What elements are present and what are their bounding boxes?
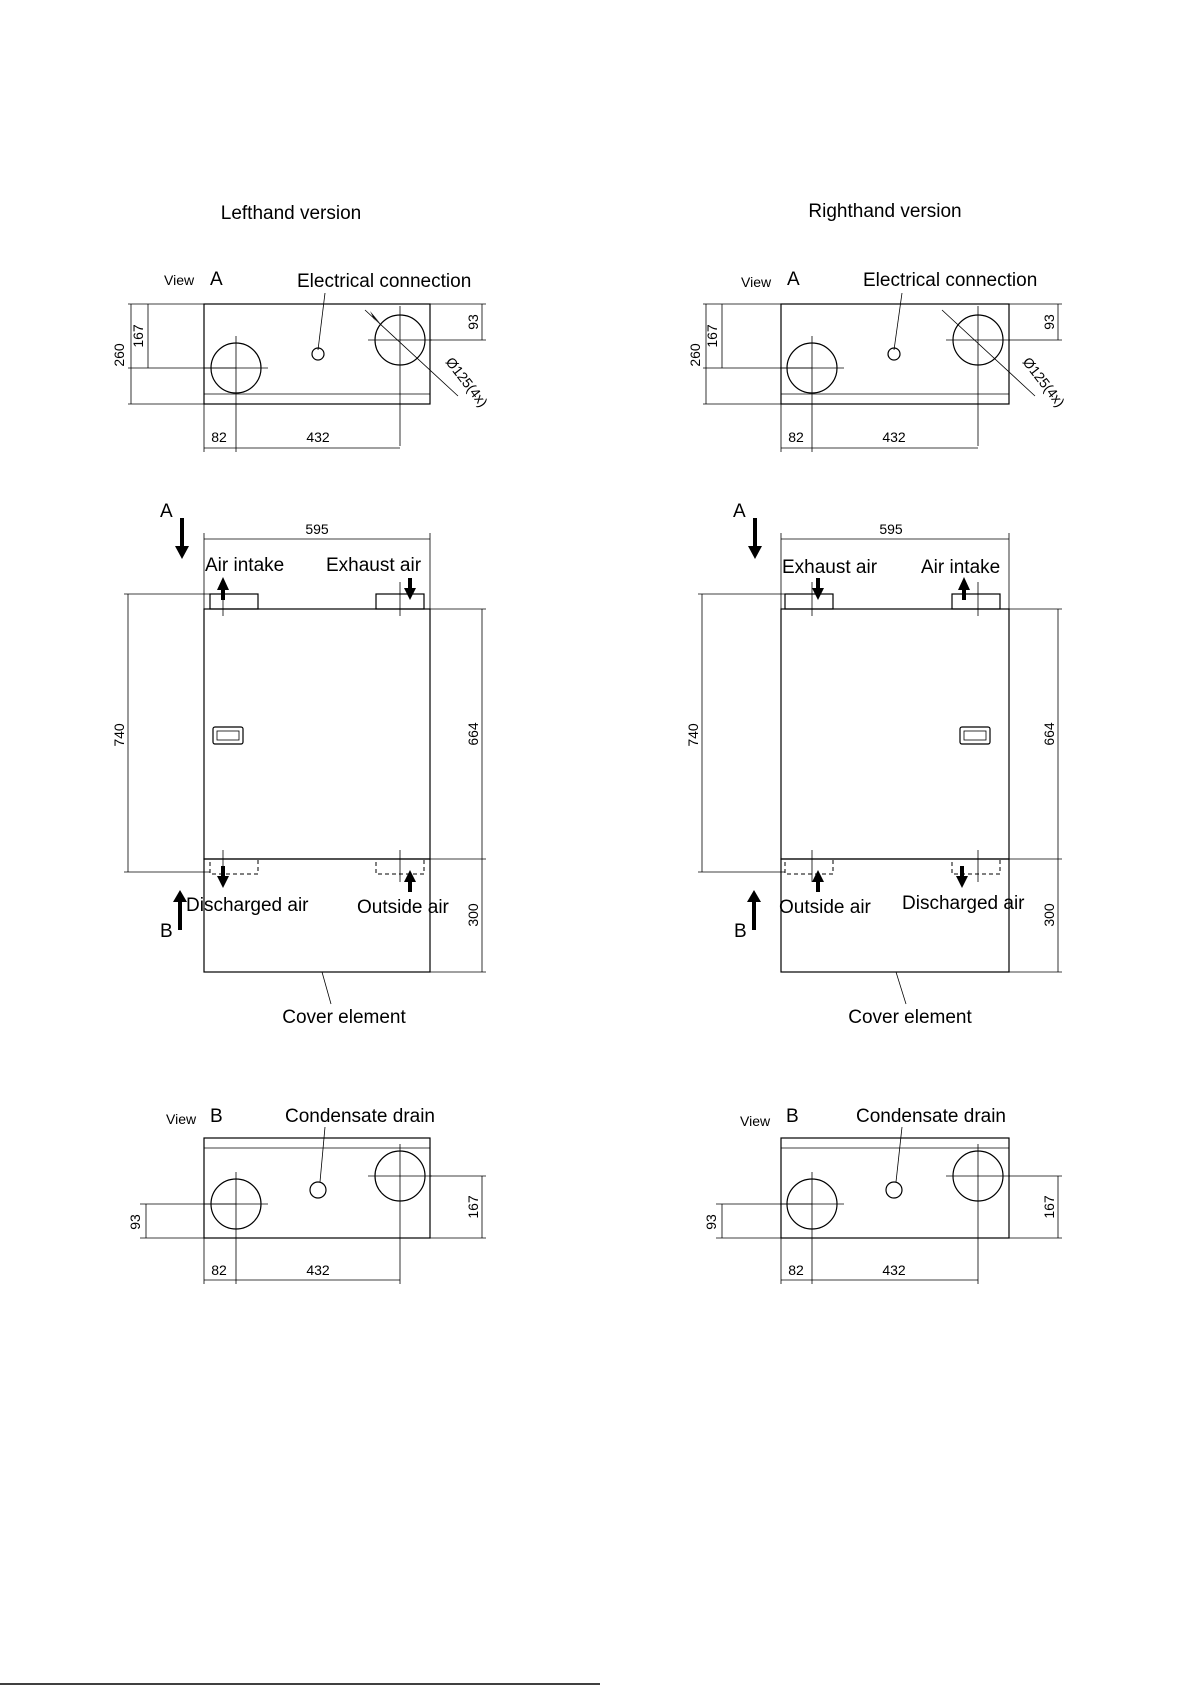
cover-element-label: Cover element [282, 1007, 406, 1028]
arrow-a-label: A [733, 501, 746, 522]
left-view-a: View A Electrical connection Ø125(4x) 26… [111, 269, 491, 452]
discharged-air-label: Dischar​ged air [186, 895, 309, 916]
right-view-b: View B Condensate drain 93 167 82 432 [703, 1106, 1062, 1284]
righthand-version: Righthand version View A Electrical conn… [685, 201, 1068, 1284]
dim-664: 664 [465, 722, 481, 746]
dim-93: 93 [1041, 314, 1057, 330]
exhaust-air-label: Exhaust air [326, 555, 422, 576]
cover-element [780, 858, 1010, 973]
top-spigot-left [209, 593, 259, 610]
dim-167: 167 [1041, 1195, 1057, 1219]
condensate-drain-label: Condensate drain [856, 1106, 1006, 1127]
handle [959, 726, 991, 745]
dim-740: 740 [685, 723, 701, 747]
dim-432: 432 [882, 429, 906, 445]
view-b-outline [780, 1137, 1010, 1239]
right-front-view: A 595 Exhaust air Air intake Outside air… [685, 501, 1062, 1028]
view-a-outline [780, 303, 1010, 405]
view-b-word: View [166, 1111, 197, 1127]
view-b-letter: B [786, 1106, 799, 1127]
dim-82: 82 [211, 1262, 227, 1278]
condensate-drain-port [309, 1181, 327, 1199]
bottom-spigot-left [784, 858, 834, 875]
diameter-label: Ø125(4x) [443, 354, 492, 410]
diameter-label: Ø125(4x) [1020, 354, 1069, 410]
dim-82: 82 [788, 429, 804, 445]
dim-93: 93 [465, 314, 481, 330]
dim-167: 167 [130, 324, 146, 348]
dim-260: 260 [111, 343, 127, 367]
dim-93: 93 [703, 1214, 719, 1230]
dim-93: 93 [127, 1214, 143, 1230]
cover-element-label: Cover element [848, 1007, 972, 1028]
unit-body [203, 608, 431, 860]
dim-300: 300 [1041, 903, 1057, 927]
dim-432: 432 [306, 429, 330, 445]
outside-air-label: Outside air [779, 897, 872, 918]
right-view-a: View A Electrical connection Ø125(4x) 26… [687, 269, 1068, 452]
bottom-spigot-right [951, 858, 1001, 875]
view-a-word: View [741, 274, 772, 290]
dim-300: 300 [465, 903, 481, 927]
left-view-b: View B Condensate drain 93 167 82 432 [127, 1106, 486, 1284]
cover-element [203, 858, 431, 973]
electrical-connection-port [887, 347, 901, 361]
dim-167: 167 [704, 324, 720, 348]
view-a-letter: A [210, 269, 223, 290]
left-front-view: A 595 Air intake Exhaust air Dischar​ged… [111, 501, 486, 1028]
top-spigot-left [784, 593, 834, 610]
righthand-title: Righthand version [808, 201, 961, 222]
electrical-connection-label: Electrical connection [297, 271, 471, 292]
arrow-b-label: B [734, 921, 747, 942]
unit-body [780, 608, 1010, 860]
view-a-outline [203, 303, 431, 405]
view-a-letter: A [787, 269, 800, 290]
dim-595: 595 [879, 521, 903, 537]
dim-260: 260 [687, 343, 703, 367]
exhaust-air-label: Exhaust air [782, 557, 878, 578]
dim-82: 82 [788, 1262, 804, 1278]
discharged-air-label: Discharged air [902, 893, 1025, 914]
electrical-connection-port [311, 347, 325, 361]
outside-air-label: Outside air [357, 897, 450, 918]
air-intake-label: Air intake [205, 555, 284, 576]
dim-595: 595 [305, 521, 329, 537]
electrical-connection-label: Electrical connection [863, 270, 1037, 291]
lefthand-title: Lefthand version [221, 203, 362, 224]
view-b-word: View [740, 1113, 771, 1129]
view-b-letter: B [210, 1106, 223, 1127]
dim-664: 664 [1041, 722, 1057, 746]
condensate-drain-port [885, 1181, 903, 1199]
view-b-outline [203, 1137, 431, 1239]
condensate-drain-label: Condensate drain [285, 1106, 435, 1127]
air-intake-label: Air intake [921, 557, 1000, 578]
dim-167: 167 [465, 1195, 481, 1219]
dim-432: 432 [306, 1262, 330, 1278]
handle [212, 726, 244, 745]
dim-82: 82 [211, 429, 227, 445]
bottom-spigot-left [209, 858, 259, 875]
arrow-b-label: B [160, 921, 173, 942]
dim-432: 432 [882, 1262, 906, 1278]
top-spigot-right [951, 593, 1001, 610]
lefthand-version: Lefthand version View A Electrical conne… [111, 203, 491, 1284]
dim-740: 740 [111, 723, 127, 747]
view-a-word: View [164, 272, 195, 288]
arrow-a-label: A [160, 501, 173, 522]
